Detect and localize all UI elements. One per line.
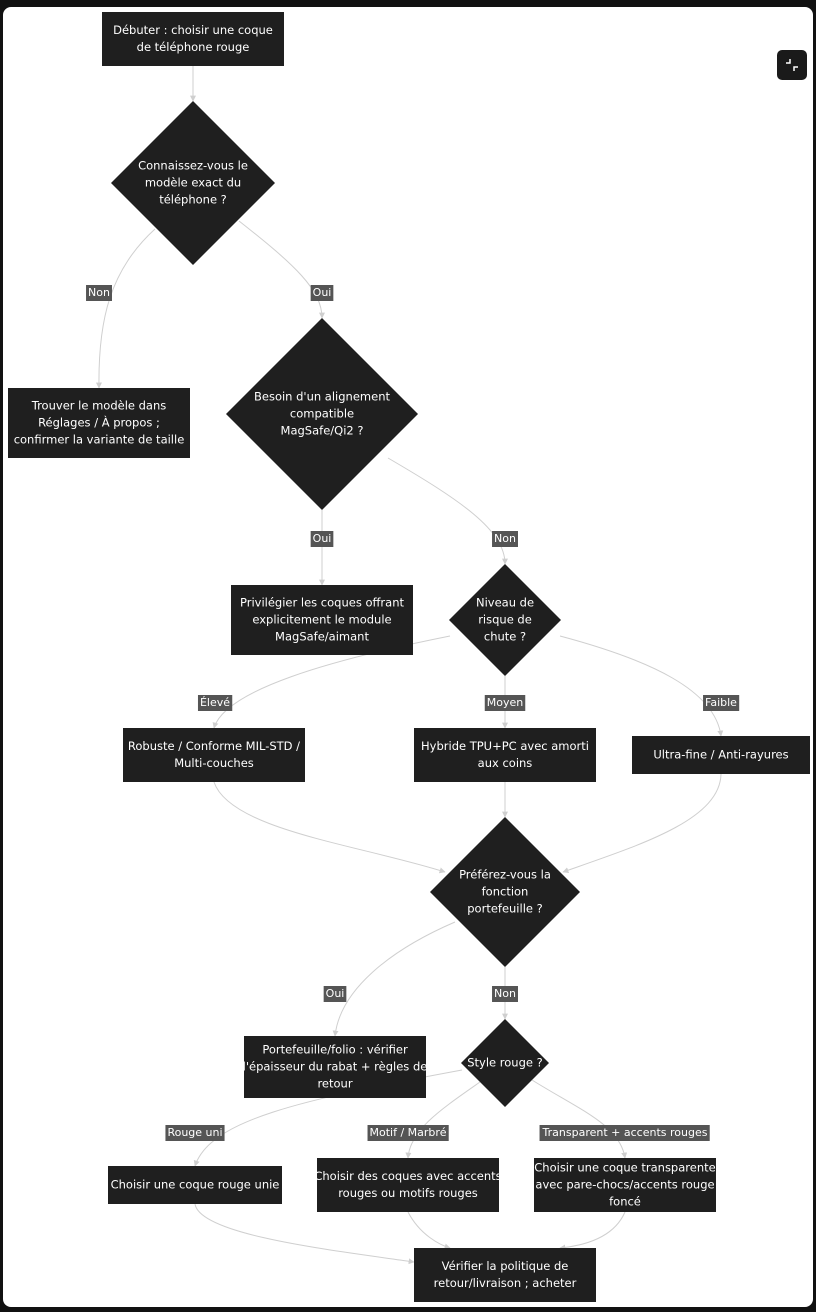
node-clear: Choisir une coque transparente avec pare-… <box>534 1158 716 1212</box>
edge-wallet-yes <box>332 921 456 1037</box>
node-label-line: Choisir une coque rouge unie <box>111 1178 280 1192</box>
node-label-line: confirmer la variante de taille <box>14 433 185 447</box>
node-label-line: Niveau de <box>476 596 534 610</box>
svg-text:Moyen: Moyen <box>487 696 523 709</box>
node-label-line: risque de <box>478 613 532 627</box>
edge-label-know-yes: Oui <box>310 285 334 301</box>
node-label-line: chute ? <box>484 630 526 644</box>
edge-clear-buy <box>559 1211 626 1251</box>
node-label-line: fonction <box>482 885 529 899</box>
edge-rugged-wallet <box>213 781 446 874</box>
node-label-line: rouges ou motifs rouges <box>338 1186 478 1200</box>
node-know-model: Connaissez-vous le modèle exact du télépho… <box>111 101 275 265</box>
node-label-line: Débuter : choisir une coque <box>113 23 273 37</box>
edge-style-clear <box>531 1079 628 1159</box>
node-label-line: Style rouge ? <box>467 1056 542 1070</box>
node-label-line: Préférez-vous la <box>459 868 551 882</box>
collapse-button[interactable] <box>777 50 807 80</box>
node-red-style: Style rouge ? <box>461 1019 549 1107</box>
node-label-line: retour <box>317 1077 352 1091</box>
edge-slim-wallet <box>562 773 722 874</box>
node-label-line: MagSafe/Qi2 ? <box>281 424 364 438</box>
flowchart: Débuter : choisir une coque de téléphone … <box>8 12 810 1302</box>
node-label-line: Robuste / Conforme MIL-STD / <box>128 739 300 753</box>
edge-label-style-clear: Transparent + accents rouges <box>539 1125 710 1141</box>
node-magsafe-yes: Privilégier les coques offrant explicitem… <box>231 585 413 655</box>
edge-label-risk-mid: Moyen <box>484 695 526 711</box>
edge-pattern-buy <box>407 1211 451 1250</box>
node-solid: Choisir une coque rouge unie <box>108 1166 282 1204</box>
svg-text:Oui: Oui <box>313 286 332 299</box>
node-pattern: Choisir des coques avec accents rouges ou… <box>314 1158 502 1212</box>
node-label-line: explicitement le module <box>252 613 391 627</box>
diagram-canvas: Débuter : choisir une coque de téléphone … <box>3 7 813 1307</box>
node-wallet-q: Préférez-vous la fonction portefeuille ? <box>430 817 580 967</box>
edge-solid-buy <box>194 1203 415 1265</box>
svg-text:Motif / Marbré: Motif / Marbré <box>370 1126 447 1139</box>
node-label-line: de téléphone rouge <box>137 40 250 54</box>
edge-label-wallet-no: Non <box>492 986 518 1002</box>
node-label-line: modèle exact du <box>145 176 241 190</box>
svg-text:Oui: Oui <box>326 987 345 1000</box>
node-label-line: avec pare-chocs/accents rouge <box>535 1178 714 1192</box>
edge-label-risk-high: Élevé <box>197 695 233 711</box>
edge-know-no <box>95 228 156 389</box>
svg-text:Faible: Faible <box>705 696 737 709</box>
edge-label-mag-no: Non <box>492 531 518 547</box>
node-start: Débuter : choisir une coque de téléphone … <box>102 12 284 66</box>
node-label-line: retour/livraison ; acheter <box>434 1276 577 1290</box>
node-label-line: téléphone ? <box>159 193 227 207</box>
node-label-line: Hybride TPU+PC avec amorti <box>421 739 589 753</box>
edge-label-style-solid: Rouge uni <box>165 1125 225 1141</box>
node-label-line: Connaissez-vous le <box>138 159 248 173</box>
node-label-line: Choisir une coque transparente <box>534 1161 715 1175</box>
svg-text:Oui: Oui <box>313 532 332 545</box>
edge-label-risk-low: Faible <box>703 695 740 711</box>
node-label-line: Privilégier les coques offrant <box>240 596 404 610</box>
node-buy: Vérifier la politique de retour/livraison… <box>414 1248 596 1302</box>
node-drop-risk: Niveau de risque de chute ? <box>449 564 561 676</box>
node-wallet-yes: Portefeuille/folio : vérifier l'épaisseur… <box>243 1036 428 1098</box>
edge-know-yes <box>238 220 325 319</box>
collapse-icon <box>786 59 798 71</box>
svg-text:Élevé: Élevé <box>200 696 230 709</box>
edge-mag-no <box>387 457 508 565</box>
node-label-line: l'épaisseur du rabat + règles de <box>243 1060 428 1074</box>
node-label-line: Portefeuille/folio : vérifier <box>262 1043 408 1057</box>
node-rugged: Robuste / Conforme MIL-STD / Multi-couche… <box>123 728 305 782</box>
node-label-line: Multi-couches <box>174 756 254 770</box>
node-slim: Ultra-fine / Anti-rayures <box>632 736 810 774</box>
node-label-line: Réglages / À propos ; <box>38 415 160 430</box>
node-label-line: Trouver le modèle dans <box>31 399 167 413</box>
node-label-line: Besoin d'un alignement <box>254 390 390 404</box>
node-label-line: Ultra-fine / Anti-rayures <box>653 748 788 762</box>
node-label-line: Vérifier la politique de <box>442 1259 569 1273</box>
node-label-line: portefeuille ? <box>467 902 542 916</box>
svg-text:Non: Non <box>494 532 516 545</box>
edge-label-wallet-yes: Oui <box>323 986 347 1002</box>
node-label-line: foncé <box>609 1195 641 1209</box>
node-label-line: Choisir des coques avec accents <box>314 1169 501 1183</box>
svg-text:Rouge uni: Rouge uni <box>167 1126 222 1139</box>
edge-style-pattern <box>405 1081 481 1159</box>
node-hybrid: Hybride TPU+PC avec amorti aux coins <box>414 728 596 782</box>
svg-text:Non: Non <box>88 286 110 299</box>
node-magsafe-q: Besoin d'un alignement compatibleMagSafe/… <box>226 318 418 510</box>
svg-text:Non: Non <box>494 987 516 1000</box>
edge-label-know-no: Non <box>86 285 112 301</box>
edge-label-style-pattern: Motif / Marbré <box>367 1125 449 1141</box>
node-label-line: aux coins <box>478 756 533 770</box>
node-label-line: compatible <box>290 407 354 421</box>
node-label-line: MagSafe/aimant <box>275 630 369 644</box>
edge-risk-low <box>559 635 724 737</box>
svg-text:Transparent + accents rouges: Transparent + accents rouges <box>542 1126 708 1139</box>
edge-label-mag-yes: Oui <box>310 531 334 547</box>
